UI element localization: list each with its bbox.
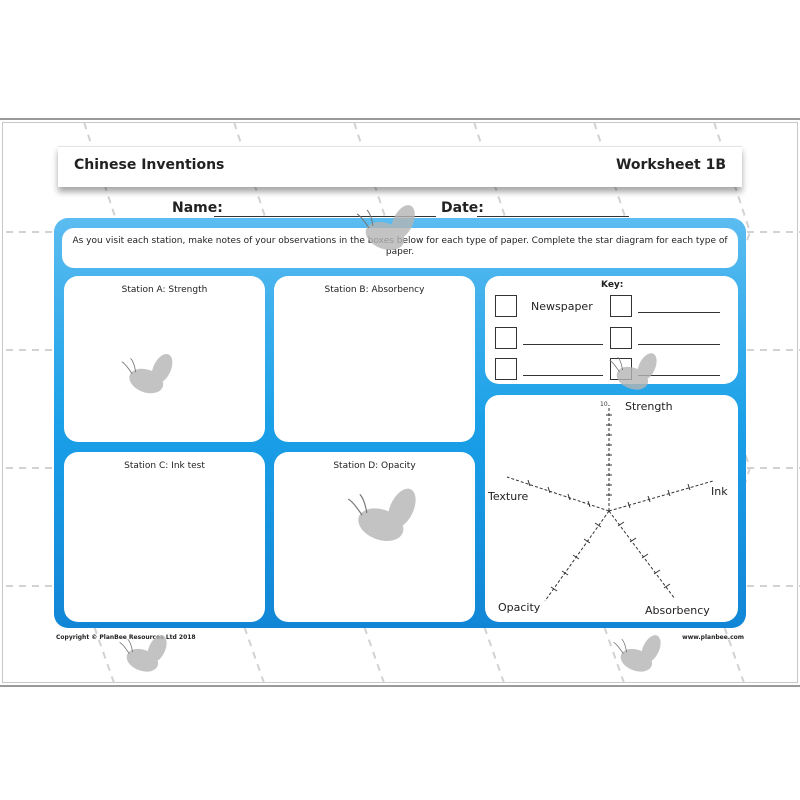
- axis-label-absorbency: Absorbency: [645, 604, 710, 617]
- key-checkbox-3[interactable]: [495, 327, 517, 349]
- station-c-title: Station C: Ink test: [124, 461, 205, 471]
- bee-watermark-icon: [347, 488, 416, 542]
- date-label: Date:: [441, 200, 484, 216]
- scale-top-label: 10: [600, 401, 608, 408]
- key-line-6[interactable]: [638, 375, 720, 376]
- axis-ink: [608, 480, 714, 512]
- name-field[interactable]: [214, 216, 436, 217]
- star-diagram-box: 10 Strength Ink Absorbency Opacity Textu…: [485, 395, 738, 622]
- key-checkbox-5[interactable]: [495, 358, 517, 380]
- axis-absorbency: [608, 510, 676, 600]
- axis-texture: [506, 476, 610, 512]
- axis-label-texture: Texture: [488, 490, 529, 503]
- station-a-title: Station A: Strength: [121, 285, 208, 295]
- key-title: Key:: [601, 280, 624, 290]
- worksheet-number: Worksheet 1B: [615, 157, 726, 173]
- bee-watermark-icon: [356, 205, 415, 251]
- bee-watermark-icon: [613, 635, 661, 672]
- axis-label-opacity: Opacity: [498, 601, 541, 614]
- date-field[interactable]: [477, 216, 629, 217]
- page-border: [2, 122, 798, 683]
- key-line-2[interactable]: [638, 312, 720, 313]
- copyright-text: Copyright © PlanBee Resources Ltd 2018: [56, 634, 196, 641]
- key-checkbox-4[interactable]: [610, 327, 632, 349]
- star-diagram: 10: [506, 401, 714, 602]
- key-line-4[interactable]: [638, 344, 720, 345]
- key-checkbox-2[interactable]: [610, 295, 632, 317]
- key-line-3[interactable]: [523, 344, 603, 345]
- title-bar: Chinese Inventions Worksheet 1B: [58, 146, 742, 187]
- station-b-box[interactable]: Station B: Absorbency: [274, 276, 475, 442]
- station-b-title: Station B: Absorbency: [324, 285, 425, 295]
- worksheet-page: Chinese Inventions Worksheet 1B Name: Da…: [0, 118, 800, 687]
- bee-watermark-icon: [121, 354, 173, 394]
- key-label-newspaper: Newspaper: [531, 300, 593, 313]
- key-checkbox-1[interactable]: [495, 295, 517, 317]
- station-d-title: Station D: Opacity: [333, 461, 416, 471]
- worksheet-title: Chinese Inventions: [74, 157, 225, 173]
- axis-label-strength: Strength: [625, 400, 673, 413]
- axis-opacity: [544, 510, 610, 602]
- axis-label-ink: Ink: [711, 485, 728, 498]
- key-line-5[interactable]: [523, 375, 603, 376]
- name-label: Name:: [172, 200, 223, 216]
- station-c-box[interactable]: Station C: Ink test: [64, 452, 265, 622]
- key-box: Key: Newspaper: [485, 276, 738, 384]
- website-text: www.planbee.com: [682, 634, 744, 641]
- bee-watermark-icon: [609, 353, 657, 390]
- bee-watermark-icon: [119, 635, 167, 672]
